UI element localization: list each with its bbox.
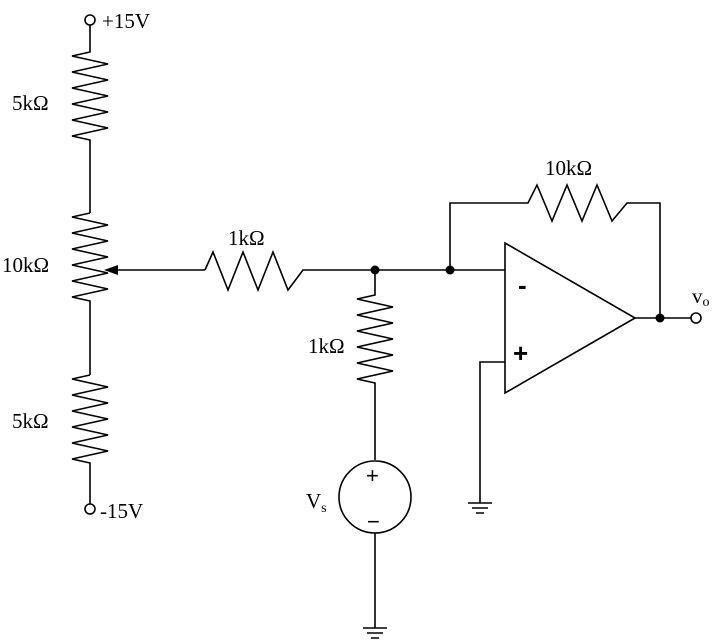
output-terminal <box>690 312 702 324</box>
bottom-resistor <box>71 374 109 504</box>
top-resistor <box>71 25 109 213</box>
potentiometer <box>71 212 109 375</box>
top-resistor-label: 5kΩ <box>12 91 49 115</box>
noninverting-input-sign: + <box>513 338 528 368</box>
feedback-resistor <box>449 182 661 318</box>
output-node <box>655 313 665 323</box>
source-ground-icon <box>363 627 387 639</box>
source-resistor <box>356 270 394 460</box>
positive-supply-terminal <box>84 14 96 26</box>
source-plus-sign: + <box>366 463 379 488</box>
source-label: Vs <box>306 489 327 516</box>
bottom-resistor-label: 5kΩ <box>12 409 49 433</box>
feedback-resistor-label: 10kΩ <box>545 156 592 180</box>
wiper-arrowhead <box>104 265 118 275</box>
negative-supply-terminal <box>84 503 96 515</box>
noninverting-ground-wire <box>479 361 505 503</box>
source-resistor-label: 1kΩ <box>308 334 345 358</box>
inverting-input-sign: - <box>518 270 527 300</box>
opamp-triangle <box>504 241 637 395</box>
input-resistor <box>204 249 450 293</box>
positive-supply-label: +15V <box>102 9 150 33</box>
output-label: vo <box>692 284 710 310</box>
input-resistor-label: 1kΩ <box>228 226 265 250</box>
source-minus-sign: − <box>367 509 380 534</box>
potentiometer-label: 10kΩ <box>2 253 49 277</box>
negative-supply-label: -15V <box>100 499 143 523</box>
opamp-ground-icon <box>468 502 492 514</box>
